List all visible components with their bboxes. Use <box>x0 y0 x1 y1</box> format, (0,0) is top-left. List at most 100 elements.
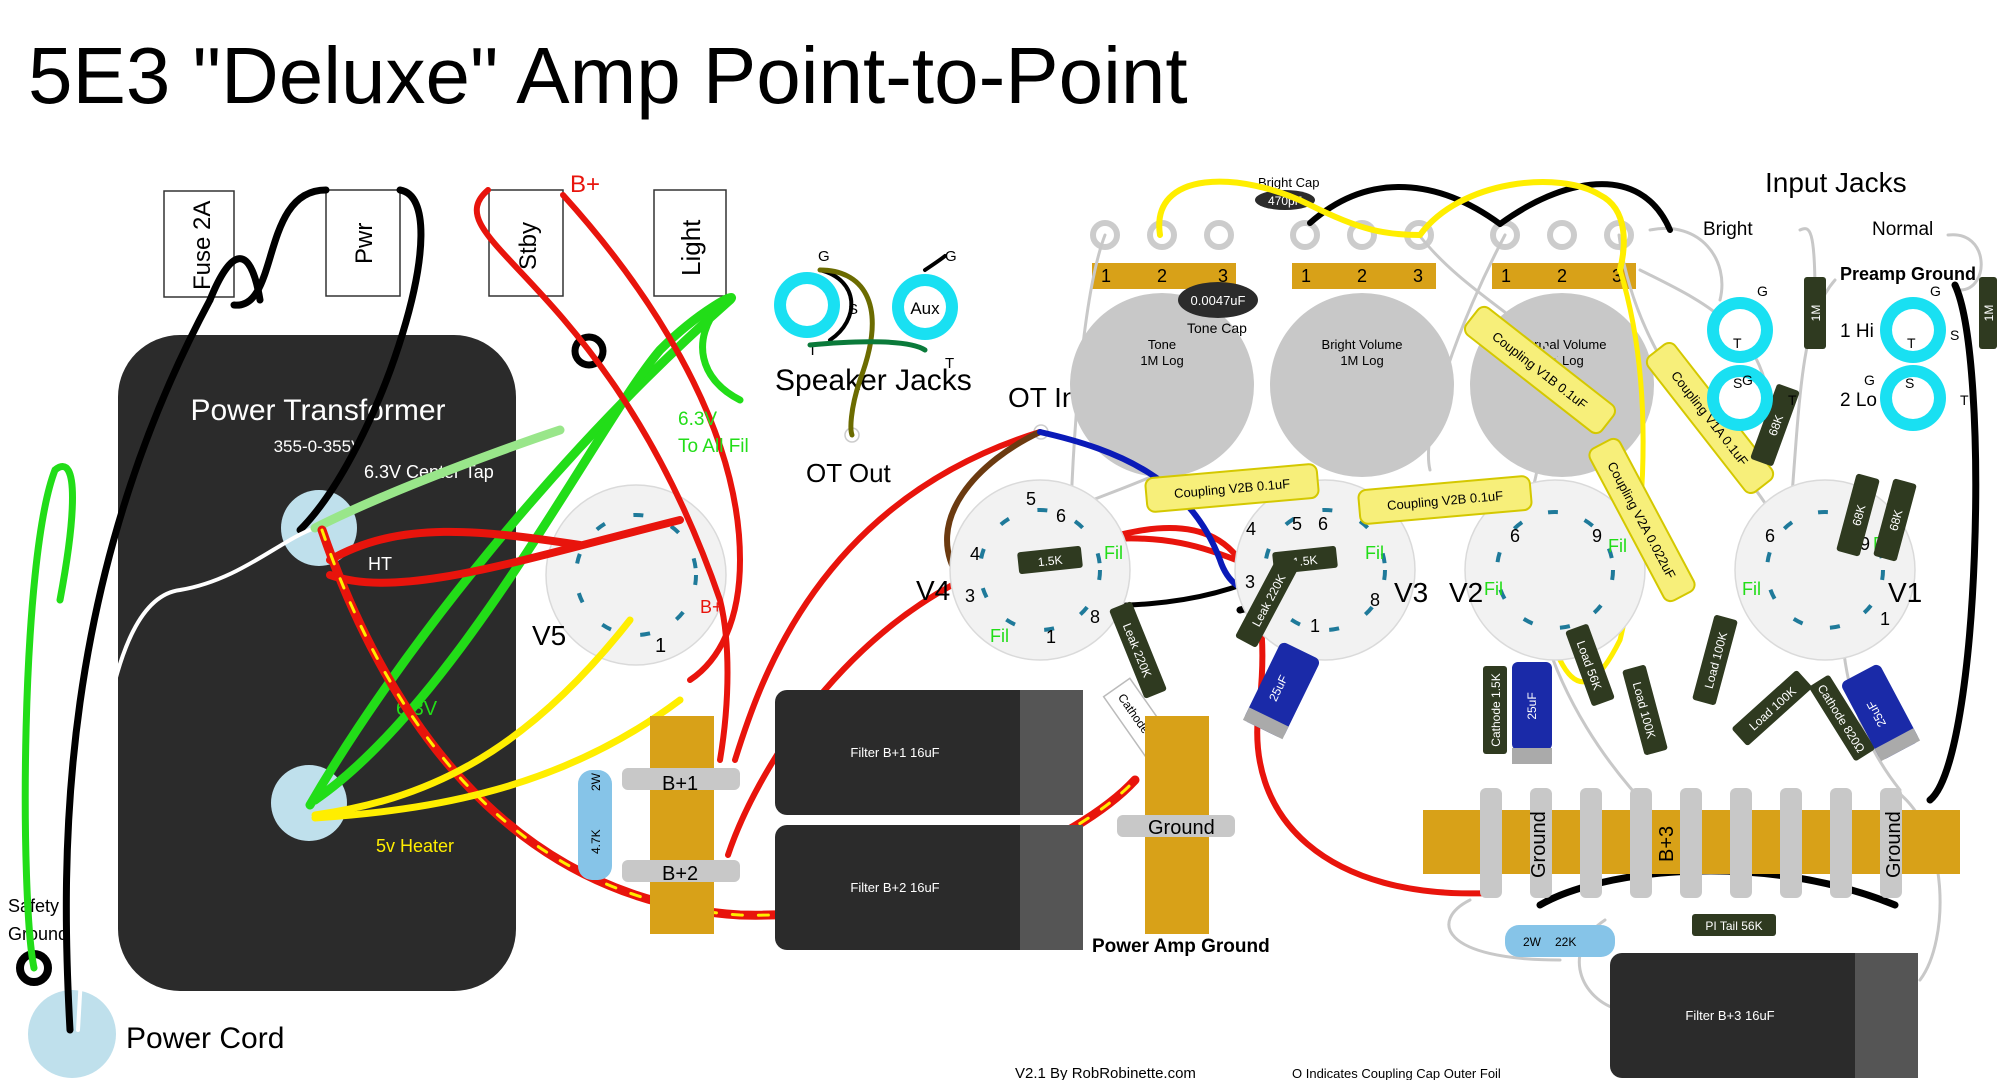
ht-label: HT <box>368 554 392 574</box>
spk-t-label: T <box>808 342 817 359</box>
resistor-leak-v4: Leak 220K <box>1109 601 1167 699</box>
electrolytic-25uf-v3: 25uF <box>1242 642 1320 740</box>
v3-pin3: 3 <box>1245 572 1255 592</box>
nv-lug-2: 2 <box>1557 266 1567 286</box>
light-label: Light <box>676 219 706 276</box>
v3-pin8: 8 <box>1370 590 1380 610</box>
v4-pin4: 4 <box>970 544 980 564</box>
r15k-v4-label: 1.5K <box>1037 553 1063 570</box>
bv-lug-1: 1 <box>1301 266 1311 286</box>
filter-cap-b1: Filter B+1 16uF <box>775 690 1083 815</box>
tone-pot-name: Tone <box>1148 337 1176 352</box>
v3-pin6: 6 <box>1318 514 1328 534</box>
heater5v-label: 5v Heater <box>376 836 454 856</box>
b1-terminal-label: B+1 <box>662 773 698 795</box>
power-transformer <box>118 335 516 991</box>
bplus-top-label: B+ <box>570 171 600 198</box>
tone-pot: Tone 1M Log <box>1070 263 1254 477</box>
resistor-47k-2w: 2W 4.7K <box>578 770 612 880</box>
in-g-1: G <box>1757 283 1768 299</box>
fuse-label: Fuse 2A <box>189 201 216 290</box>
input-jack-normal-lo <box>1880 365 1946 431</box>
resistor-load-100k-v2b: Load 100K <box>1692 615 1738 705</box>
pilot-light: Light <box>653 189 727 297</box>
tube-v5: V5 1 B+ <box>532 484 727 666</box>
resistor-68k-a: 68K <box>1750 384 1800 466</box>
bright-cap <box>1255 190 1315 210</box>
r2w-label-b: 2W <box>1523 935 1542 949</box>
terminal-strip-power-ground: Ground <box>1117 716 1235 934</box>
r68k-a-label: 68K <box>1766 413 1786 438</box>
tone-lug-2: 2 <box>1157 266 1167 286</box>
r1m-bright-label: 1M <box>1809 305 1823 322</box>
r68k-c-label: 68K <box>1886 508 1905 532</box>
terminal-strip-b: B+1 B+2 <box>622 716 740 934</box>
in-s-1: S <box>1733 375 1742 391</box>
v4-label: V4 <box>916 575 950 606</box>
v4-fil2: Fil <box>1104 543 1123 563</box>
resistor-68k-b: 68K <box>1836 473 1880 557</box>
v1-label: V1 <box>1888 577 1922 608</box>
bright-volume-name: Bright Volume <box>1322 337 1403 352</box>
ot-out-label: OT Out <box>806 458 892 488</box>
power-switch: Pwr <box>325 189 401 297</box>
tube-v2: V2 Fil 6 9 Fil <box>1449 479 1646 661</box>
input-jack-bright-lo <box>1707 365 1773 431</box>
fil-note-line1: 6.3V <box>678 409 717 430</box>
aux-g-label: G <box>945 248 957 265</box>
in-s-2: S <box>1905 375 1914 391</box>
input-lo-label: 2 Lo <box>1840 390 1877 411</box>
v1-pin9: 9 <box>1860 534 1870 554</box>
v3-label: V3 <box>1394 577 1428 608</box>
in-g-4: G <box>1864 372 1875 388</box>
v1-fil: Fil <box>1742 579 1761 599</box>
bright-input-label: Bright <box>1703 219 1753 240</box>
spk-g-label: G <box>818 248 830 265</box>
resistor-15k-v4: 1.5K <box>1017 546 1083 574</box>
tone-lug-1: 1 <box>1101 266 1111 286</box>
footer-credit: V2.1 By RobRobinette.com <box>1015 1065 1196 1080</box>
tone-cap-value: 0.0047uF <box>1191 293 1246 308</box>
in-g-3: G <box>1742 372 1753 388</box>
r22k-label: 22K <box>1555 935 1576 949</box>
filter-b1-label: Filter B+1 16uF <box>850 745 939 760</box>
page-title: 5E3 "Deluxe" Amp Point-to-Point <box>28 31 1188 120</box>
r68k-b-label: 68K <box>1849 503 1868 527</box>
v2-fil2: Fil <box>1608 536 1627 556</box>
v3-fil: Fil <box>1365 543 1384 563</box>
preamp-ground-terminal-1: Ground <box>1528 811 1550 878</box>
safety-ground-line2: Ground <box>8 924 68 944</box>
tube-v3: V3 5 6 4 3 8 1 Fil <box>1234 479 1428 661</box>
bright-cap-label: Bright Cap <box>1258 175 1319 190</box>
in-t-1: T <box>1733 335 1742 351</box>
tone-lug-3: 3 <box>1218 266 1228 286</box>
input-hi-label: 1 Hi <box>1840 321 1874 342</box>
v4-fil: Fil <box>990 626 1009 646</box>
filter-cap-b2: Filter B+2 16uF <box>775 825 1083 950</box>
speaker-jack-main <box>774 272 840 338</box>
v2-label: V2 <box>1449 577 1483 608</box>
tone-cap <box>1178 282 1258 318</box>
input-jack-normal-hi <box>1880 297 1946 363</box>
bv-lug-2: 2 <box>1357 266 1367 286</box>
resistor-cathode-15k: Cathode 1.5K <box>1483 666 1507 754</box>
transformer-title: Power Transformer <box>190 394 445 427</box>
power-switch-label: Pwr <box>351 223 378 264</box>
e25-v2-label: 25uF <box>1525 692 1539 719</box>
cathode-15k-label: Cathode 1.5K <box>1489 673 1503 746</box>
fil-note-line2: To All Fil <box>678 436 749 457</box>
speaker-jack-aux: Aux <box>892 274 958 340</box>
footer-note: O Indicates Coupling Cap Outer Foil <box>1292 1066 1501 1080</box>
v5-pin1: 1 <box>655 635 666 657</box>
input-jack-bright-hi <box>1707 297 1773 363</box>
electrolytic-25uf-v2: 25uF <box>1512 662 1552 764</box>
resistor-68k-c: 68K <box>1873 478 1917 562</box>
v4-pin6: 6 <box>1056 506 1066 526</box>
speaker-jacks-label: Speaker Jacks <box>775 364 972 397</box>
v3-pin5: 5 <box>1292 514 1302 534</box>
input-jacks-title: Input Jacks <box>1765 167 1907 198</box>
v3-pin4: 4 <box>1246 519 1256 539</box>
v1-pin1: 1 <box>1880 609 1890 629</box>
v3-pin1: 1 <box>1310 616 1320 636</box>
